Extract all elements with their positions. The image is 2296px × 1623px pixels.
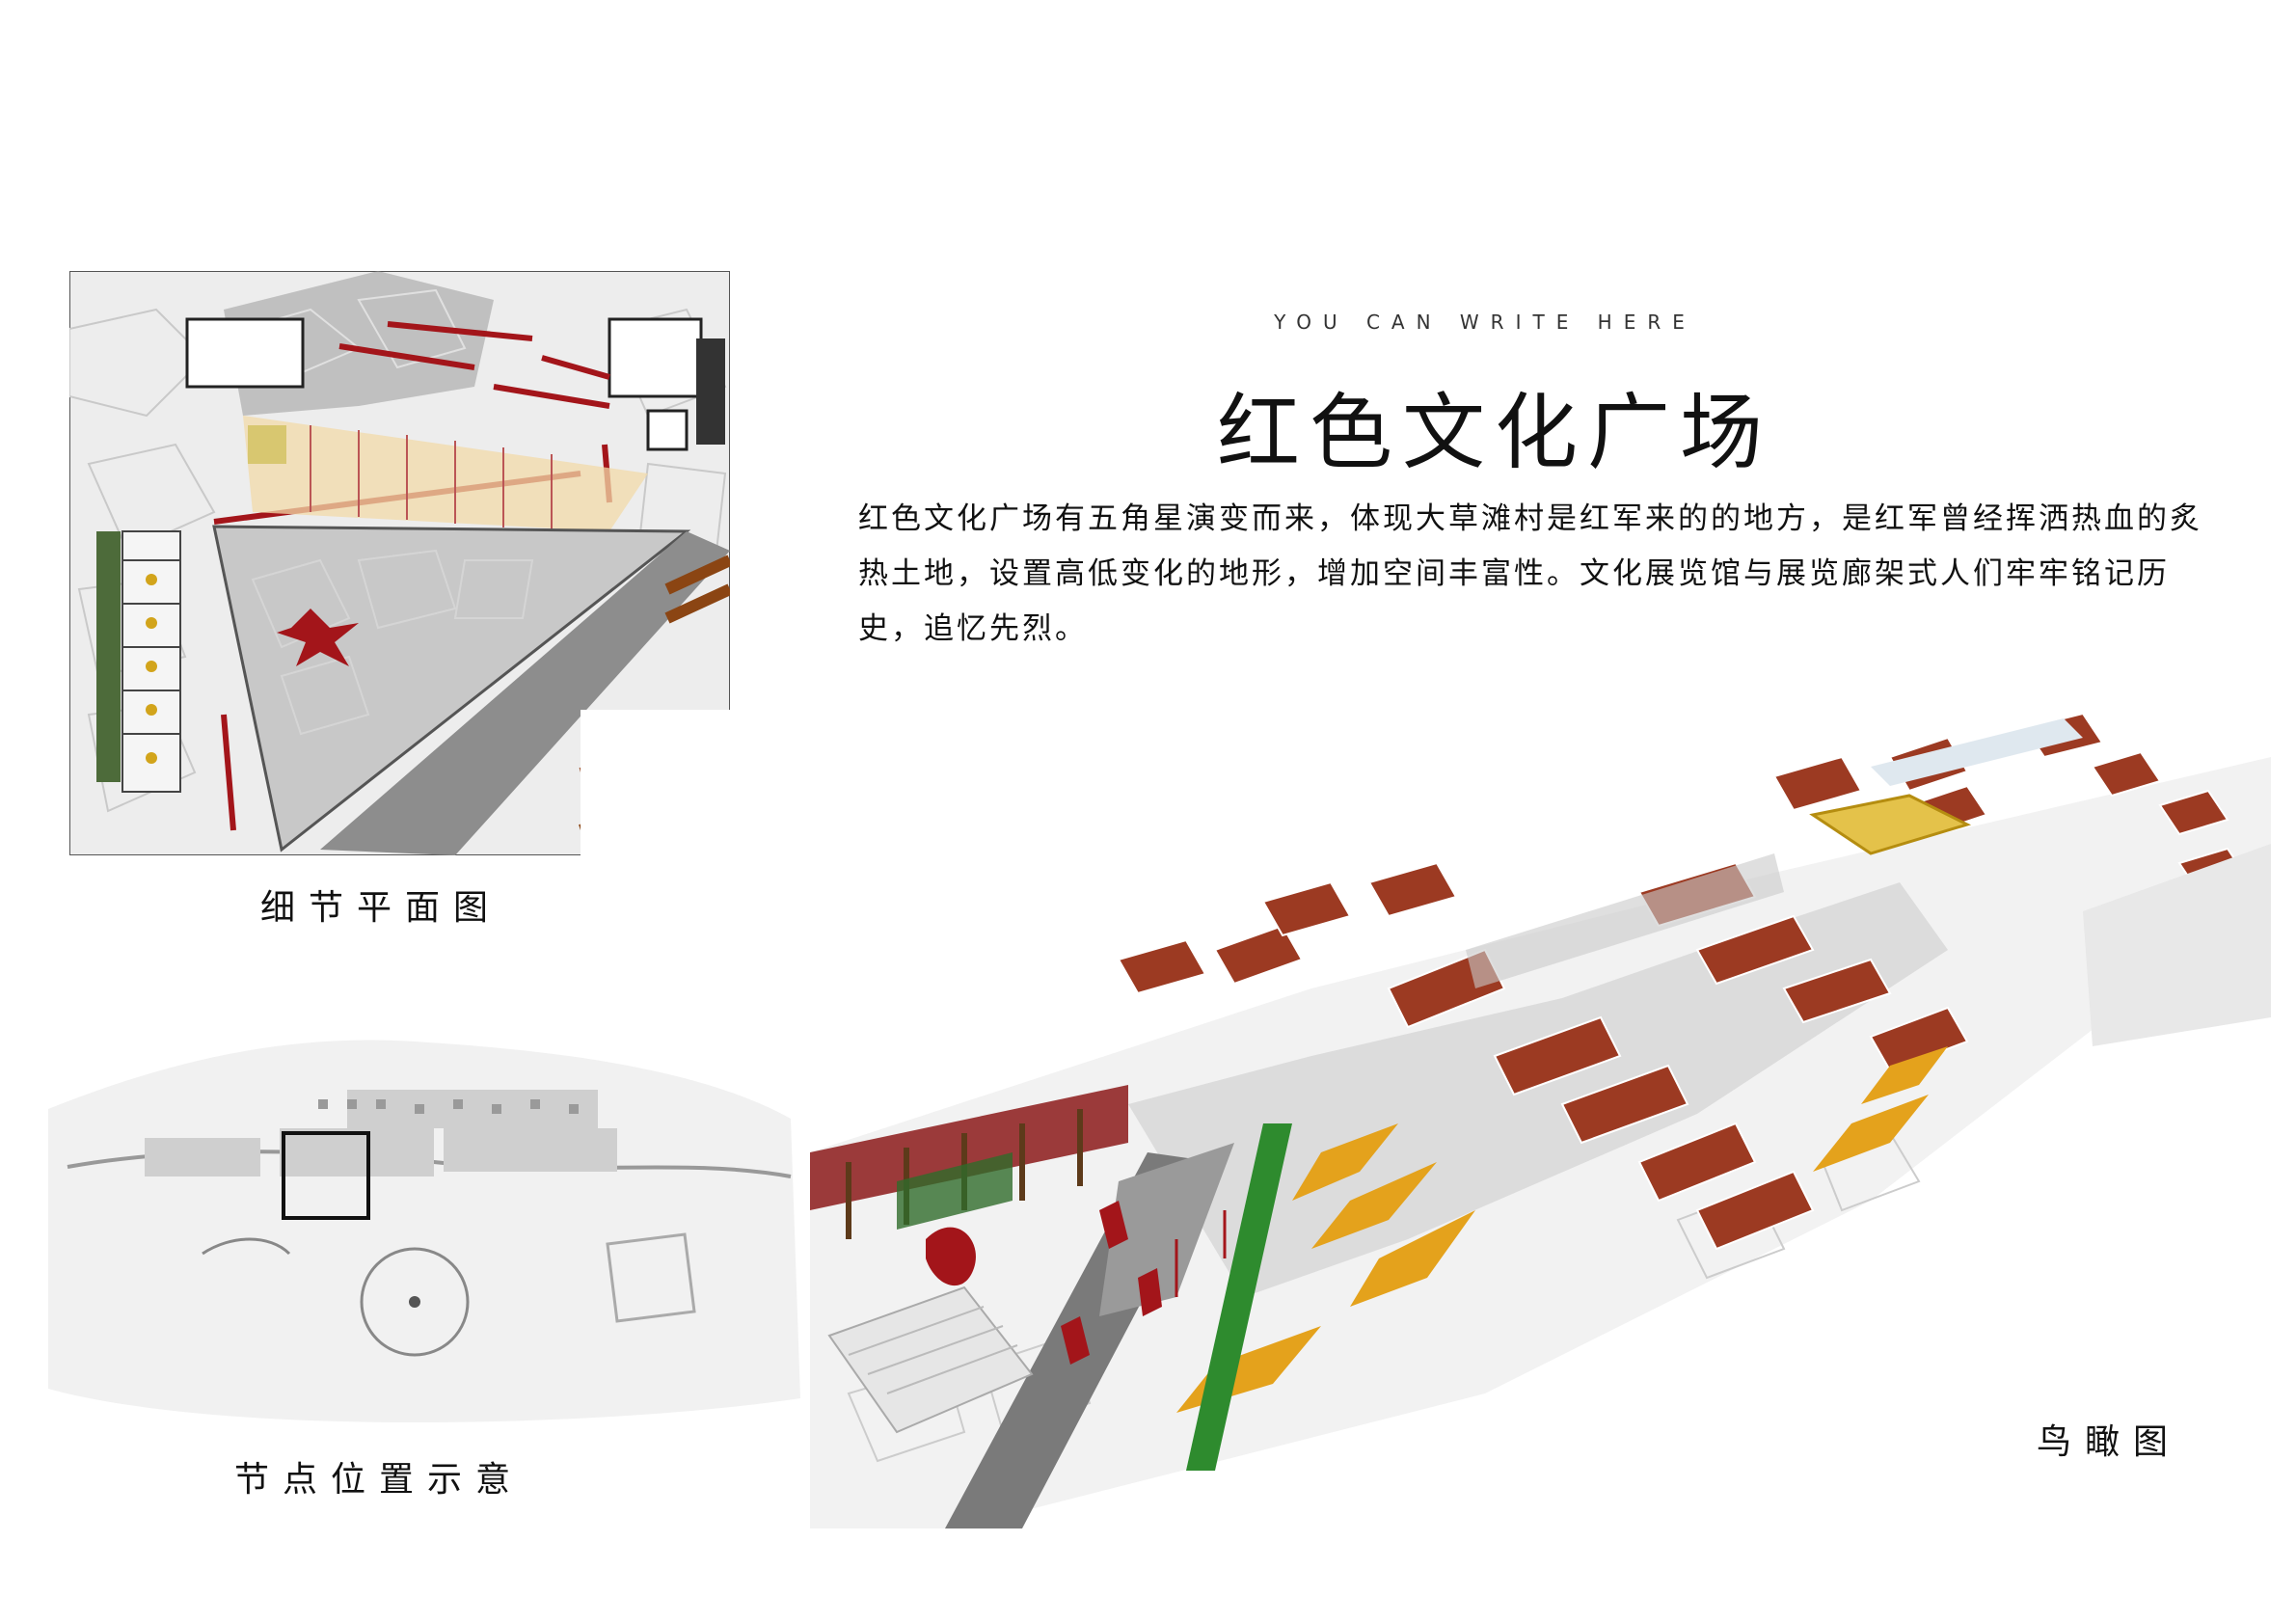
detail-plan-caption: 细节平面图: [260, 888, 502, 928]
detail-plan-image: [69, 271, 730, 855]
aerial-view-image: [810, 712, 2271, 1528]
page-title: 红色文化广场: [1217, 385, 1772, 481]
node-location-map: [29, 993, 810, 1447]
eyebrow-text: YOU CAN WRITE HERE: [1274, 311, 1696, 334]
description-paragraph: 红色文化广场有五角星演变而来，体现大草滩村是红军来的的地方，是红军曾经挥洒热血的…: [858, 501, 2202, 646]
node-location-caption: 节点位置示意: [234, 1460, 525, 1500]
aerial-view-caption: 鸟瞰图: [2037, 1422, 2182, 1462]
